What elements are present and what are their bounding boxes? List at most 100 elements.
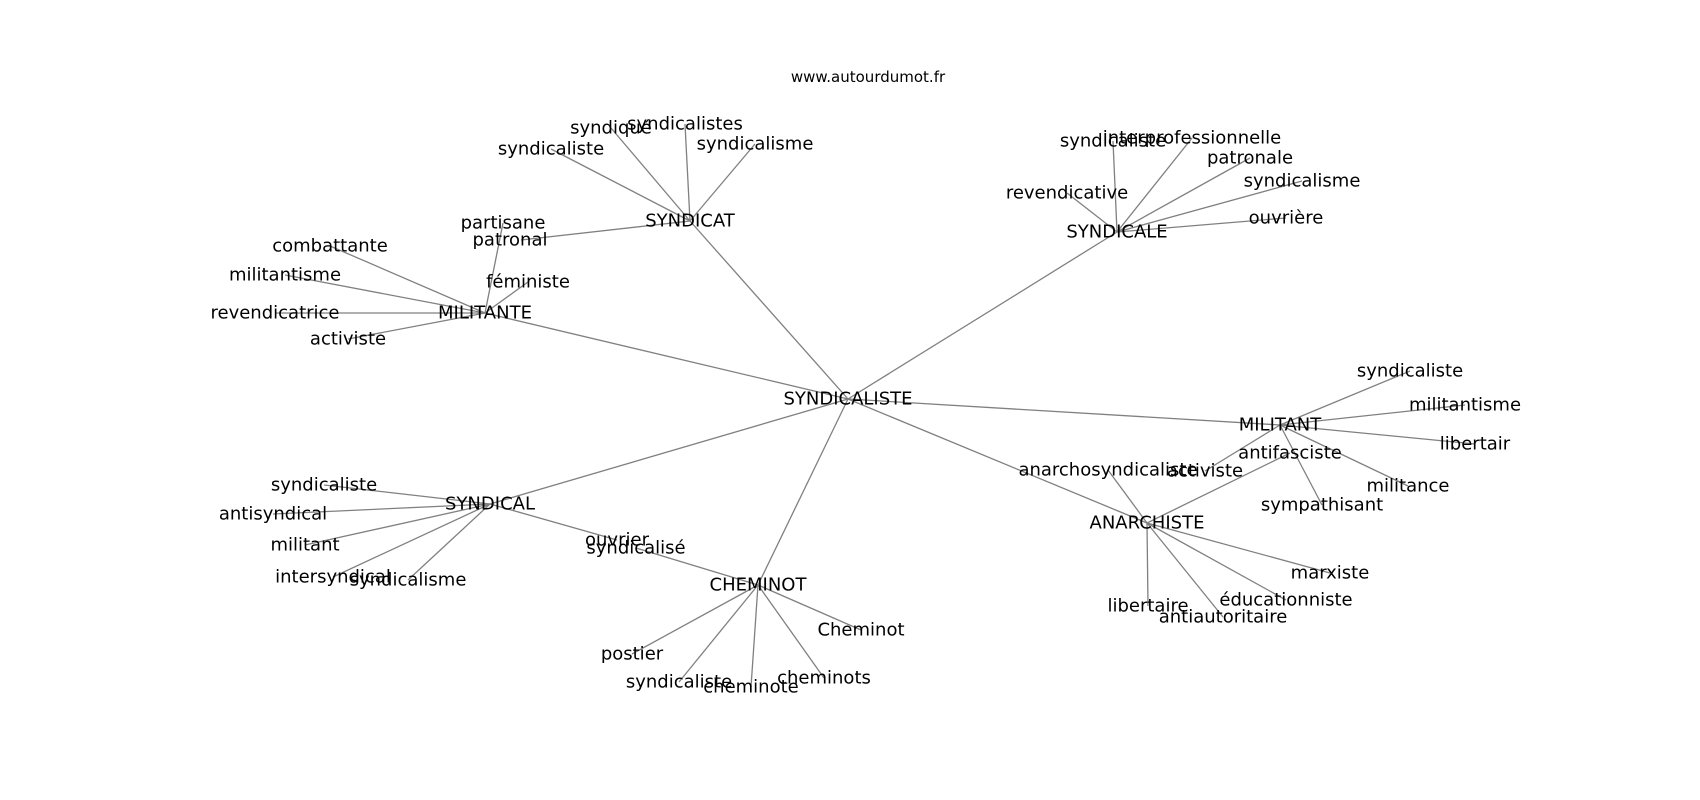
edge-militante-t_partisane <box>484 222 504 314</box>
edge-syndicale-t_syndicaliste2 <box>1112 140 1118 233</box>
edge-syndicale-t_syndicalisme2 <box>1116 180 1303 233</box>
edge-anarchiste-t_marxiste <box>1146 522 1331 574</box>
hub-node-militante[interactable]: MILITANTE <box>438 303 532 324</box>
term-node-t_activiste1[interactable]: activiste <box>310 329 386 350</box>
edge-syndical-t_syndicaliste4 <box>323 484 491 505</box>
edge-militante-t_feministe <box>484 281 529 314</box>
term-node-t_syndicaliste5[interactable]: syndicaliste <box>626 672 732 693</box>
edge-syndical-t_militant <box>304 503 491 546</box>
term-node-t_interpro[interactable]: interprofessionnelle <box>1103 128 1282 149</box>
term-node-t_syndicaliste1[interactable]: syndicaliste <box>498 139 604 160</box>
edge-anarchiste-t_libertaire2 <box>1146 522 1149 607</box>
edge-cheminot_hub-t_postier <box>631 584 759 655</box>
term-node-t_libertaire2[interactable]: libertaire <box>1107 596 1188 617</box>
edge-syndicat-t_syndique <box>610 127 691 222</box>
term-node-t_postier[interactable]: postier <box>601 644 664 665</box>
graph-edges <box>272 123 1476 688</box>
term-node-t_syndique[interactable]: syndiqué <box>570 118 652 139</box>
term-node-t_Cheminot[interactable]: Cheminot <box>817 620 904 641</box>
edge-syndicale-t_revendicative <box>1066 192 1118 233</box>
edge-cheminot_hub-t_cheminote <box>750 584 759 688</box>
edge-anarchiste-t_antifasciste <box>1146 452 1291 524</box>
term-node-t_militantisme1[interactable]: militantisme <box>229 265 341 286</box>
edge-center-anarchiste <box>847 398 1148 524</box>
term-node-t_syndicalisme2[interactable]: syndicalisme <box>1244 171 1361 192</box>
edge-militante-t_combattante <box>329 245 486 314</box>
edge-center-militant <box>847 398 1281 426</box>
edge-anarchiste-t_antiauto <box>1146 522 1224 618</box>
term-node-t_syndicaliste2[interactable]: syndicaliste <box>1060 131 1166 152</box>
edge-militant-t_activiste2 <box>1204 424 1281 472</box>
edge-syndical-t_intersyndical <box>332 503 491 578</box>
term-node-t_patronale[interactable]: patronale <box>1207 148 1293 169</box>
site-url: www.autourdumot.fr <box>791 68 946 86</box>
edge-militante-t_activiste1 <box>347 312 486 340</box>
term-node-t_syndicaliste4[interactable]: syndicaliste <box>271 475 377 496</box>
edge-syndicat-t_syndicalistes <box>684 123 691 222</box>
hub-node-syndicat[interactable]: SYNDICAT <box>645 211 736 232</box>
term-node-t_cheminots[interactable]: cheminots <box>777 668 871 689</box>
edge-militante-t_militantisme1 <box>284 274 486 314</box>
term-node-t_syndicalisme1[interactable]: syndicalisme <box>697 134 814 155</box>
edge-syndicat-t_syndicaliste1 <box>550 148 691 222</box>
term-node-t_syndicalistes[interactable]: syndicalistes <box>627 114 743 135</box>
term-node-t_militantisme2[interactable]: militantisme <box>1409 395 1521 416</box>
term-node-t_antiauto[interactable]: antiautoritaire <box>1159 607 1288 628</box>
term-node-t_revendicatrice[interactable]: revendicatrice <box>211 303 340 324</box>
edge-syndical-t_ouvrier <box>489 503 618 541</box>
edge-center-syndicat <box>689 220 849 400</box>
edge-syndicale-t_interpro <box>1116 137 1193 233</box>
term-node-t_syndicalise[interactable]: syndicalisé <box>586 538 685 559</box>
term-node-t_intersyndical[interactable]: intersyndical <box>275 567 391 588</box>
edge-center-militante <box>484 312 849 400</box>
term-node-t_activiste2[interactable]: activiste <box>1167 461 1243 482</box>
edge-center-syndicale <box>847 231 1118 400</box>
term-node-t_patronal[interactable]: patronal <box>473 230 548 251</box>
hub-node-anarchiste[interactable]: ANARCHISTE <box>1090 513 1205 534</box>
term-node-t_anarchosynd[interactable]: anarchosyndicaliste <box>1018 460 1197 481</box>
term-node-t_ouvriere[interactable]: ouvrière <box>1249 208 1324 229</box>
edge-militant-t_sympathisant <box>1279 424 1323 506</box>
term-node-t_antifasciste[interactable]: antifasciste <box>1238 443 1342 464</box>
term-node-t_militant[interactable]: militant <box>270 535 339 556</box>
edge-syndical-t_syndicalisme3 <box>407 503 491 581</box>
term-node-t_marxiste[interactable]: marxiste <box>1291 563 1370 584</box>
edge-syndicale-t_ouvriere <box>1116 217 1287 233</box>
graph-labels: SYNDICALISTE SYNDICAT SYNDICALE MILITANTE MI… <box>211 114 1522 698</box>
hub-node-syndical[interactable]: SYNDICAL <box>445 494 535 515</box>
edge-syndicat-t_syndicalisme1 <box>689 143 756 222</box>
term-node-t_libertaire1[interactable]: libertair <box>1440 434 1511 455</box>
hub-node-syndicale[interactable]: SYNDICALE <box>1066 222 1167 243</box>
edge-center-cheminot_hub <box>757 398 849 586</box>
edge-militant-t_libertaire1 <box>1279 424 1476 445</box>
term-node-t_sympathisant[interactable]: sympathisant <box>1261 495 1383 516</box>
edge-center-syndical <box>489 398 849 505</box>
edge-cheminot_hub-t_syndicalise <box>635 547 759 586</box>
term-node-t_educ[interactable]: éducationniste <box>1219 590 1352 611</box>
hub-node-militant[interactable]: MILITANT <box>1239 415 1323 436</box>
edge-cheminot_hub-t_syndicaliste5 <box>678 584 759 683</box>
edge-militant-t_militance <box>1279 424 1409 487</box>
term-node-t_syndicalisme3[interactable]: syndicalisme <box>350 570 467 591</box>
edge-syndical-t_antisyndical <box>272 503 491 515</box>
edge-militant-t_syndicaliste3 <box>1279 370 1411 426</box>
edge-militant-t_militantisme2 <box>1279 404 1466 426</box>
edge-anarchiste-t_anarchosynd <box>1107 469 1148 524</box>
edge-anarchiste-t_educ <box>1146 522 1287 601</box>
term-node-t_revendicative[interactable]: revendicative <box>1006 183 1128 204</box>
edge-cheminot_hub-t_cheminots <box>757 584 825 679</box>
edge-syndicale-t_patronale <box>1116 157 1251 233</box>
hub-node-center[interactable]: SYNDICALISTE <box>783 389 912 410</box>
term-node-t_militance[interactable]: militance <box>1366 476 1449 497</box>
term-node-t_cheminote[interactable]: cheminote <box>703 677 798 698</box>
term-node-t_ouvrier[interactable]: ouvrier <box>585 530 650 551</box>
edge-syndicat-t_patronal <box>520 220 691 241</box>
edge-cheminot_hub-t_Cheminot <box>757 584 862 631</box>
term-node-t_partisane[interactable]: partisane <box>461 213 546 234</box>
hub-node-cheminot_hub[interactable]: CHEMINOT <box>710 575 808 596</box>
term-node-t_antisyndical[interactable]: antisyndical <box>219 504 327 525</box>
term-node-t_combattante[interactable]: combattante <box>272 236 388 257</box>
term-node-t_syndicaliste3[interactable]: syndicaliste <box>1357 361 1463 382</box>
term-node-t_feministe[interactable]: féministe <box>486 272 570 293</box>
